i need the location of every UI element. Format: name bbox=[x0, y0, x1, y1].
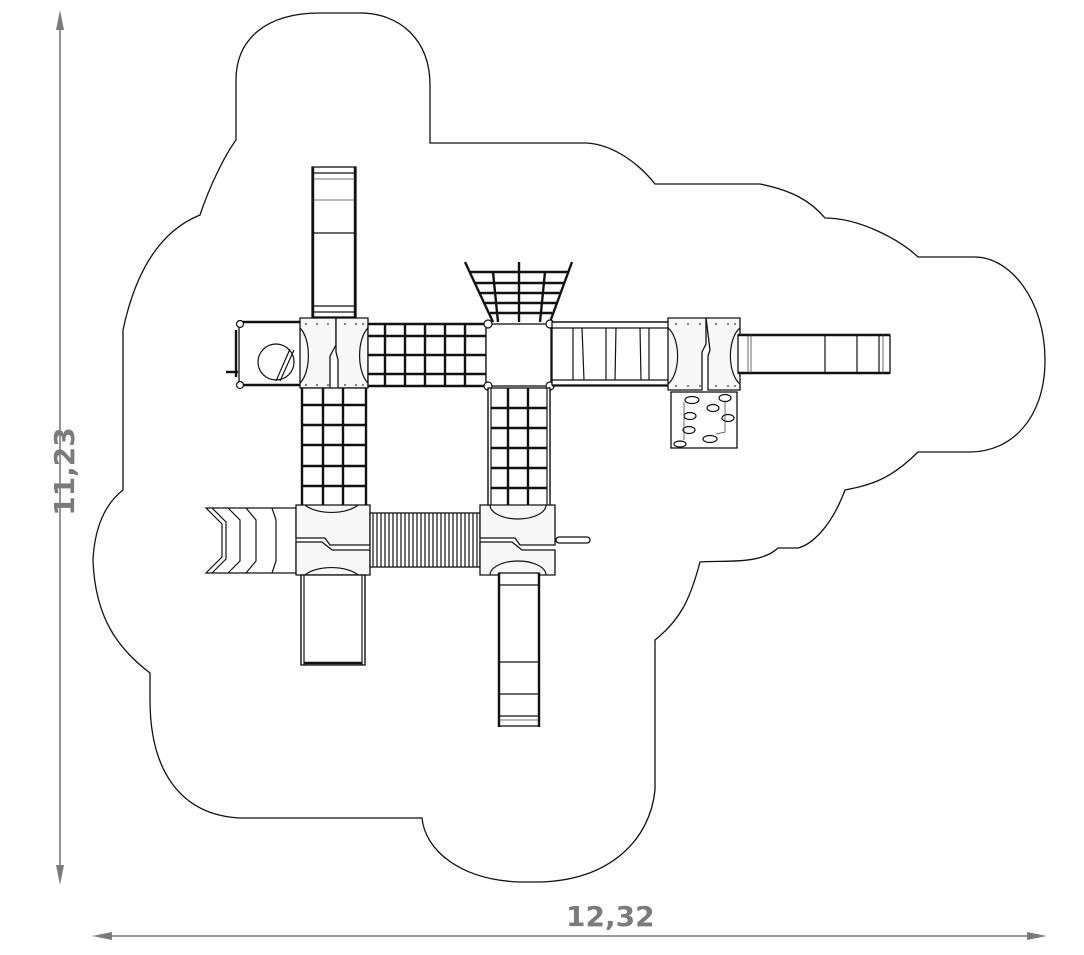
rock-climbing-wall bbox=[670, 391, 738, 449]
net-bridge-west-vertical bbox=[300, 387, 368, 507]
dimension-vertical bbox=[56, 10, 64, 885]
straight-slide-north bbox=[311, 166, 357, 318]
cargo-net-climber bbox=[463, 261, 574, 323]
straight-slide-south bbox=[497, 572, 541, 727]
safety-zone-outline bbox=[92, 12, 1046, 883]
tower-southwest bbox=[295, 504, 371, 576]
height-dimension-label: 11,23 bbox=[47, 427, 81, 516]
spiral-slide-west bbox=[204, 507, 297, 574]
net-bridge-center-vertical bbox=[487, 387, 551, 507]
tower-east bbox=[667, 317, 741, 391]
plank-bridge-east bbox=[551, 321, 671, 387]
straight-slide-east bbox=[737, 333, 891, 375]
round-window-panel bbox=[226, 319, 302, 390]
width-dimension-label: 12,32 bbox=[566, 900, 655, 933]
dimension-horizontal bbox=[92, 932, 1047, 940]
net-bridge-north bbox=[367, 322, 487, 388]
tower-south bbox=[479, 504, 556, 576]
fireman-pole-bar bbox=[555, 536, 591, 544]
central-platform bbox=[483, 319, 555, 391]
wide-slide-south bbox=[300, 574, 366, 666]
tube-crawl-tunnel bbox=[369, 512, 481, 568]
tower-west bbox=[299, 317, 369, 389]
